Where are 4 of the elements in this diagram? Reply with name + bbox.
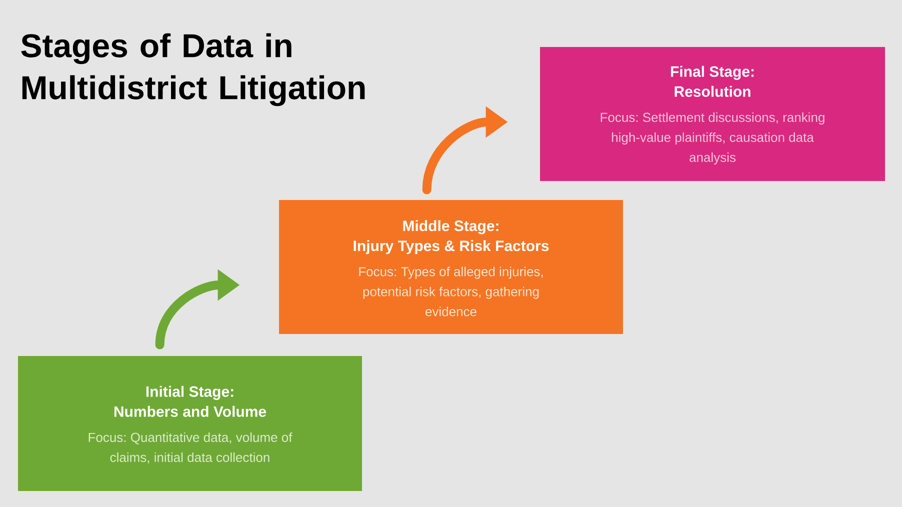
title: Stages of Data in Multidistrict Litigation bbox=[21, 33, 365, 106]
stage-box: Middle Stage: Injury Types & Risk Factors Focus: Types of alleged injuries, potential risk factors, gathering evidence bbox=[279, 200, 623, 334]
stage-box: Final Stage: Resolution Focus: Settlement discussions, ranking high-value plaintiffs, causation data analysis bbox=[540, 47, 885, 181]
stage-box: Initial Stage: Numbers and Volume Focus: Quantitative data, volume of claims, initial data collection bbox=[18, 356, 362, 491]
